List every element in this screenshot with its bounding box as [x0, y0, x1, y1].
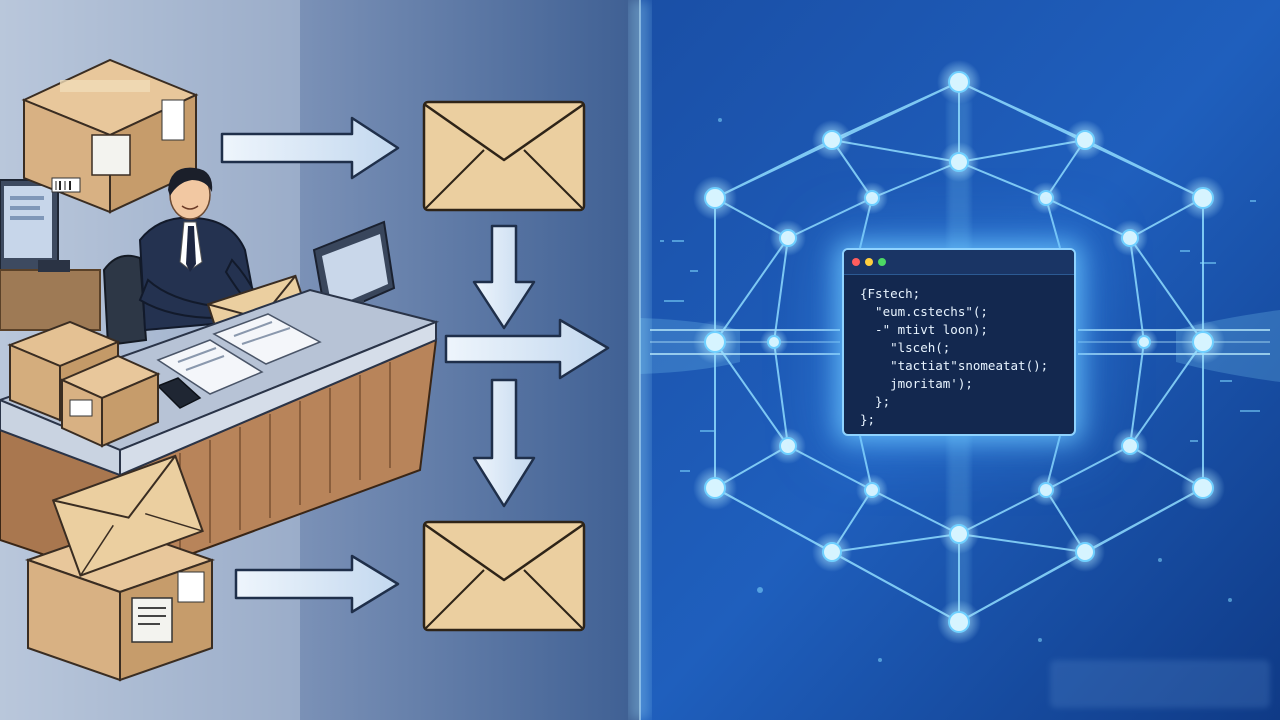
arrow-down-upper: [472, 224, 536, 330]
watermark-blur: [1050, 660, 1270, 708]
arrow-right-top: [220, 116, 400, 180]
code-line: {Fstech;: [860, 286, 921, 301]
code-line: -" mtivt loon);: [860, 322, 988, 337]
arrow-down-lower: [472, 378, 536, 508]
code-line: "eum.cstechs"(;: [860, 304, 988, 319]
code-editor-titlebar: [844, 250, 1074, 275]
code-line: };: [860, 412, 876, 427]
code-line: "lsceh(;: [860, 340, 951, 355]
desk-boxes: [7, 320, 161, 448]
code-content: {Fstech; "eum.cstechs"(; -" mtivt loon);…: [844, 275, 1074, 429]
digital-particles: [660, 118, 1260, 662]
code-line: };: [860, 394, 891, 409]
arrow-right-middle: [444, 318, 610, 380]
arrow-right-bottom: [234, 554, 400, 614]
envelope-top: [422, 100, 586, 212]
close-dot-icon: [852, 258, 860, 266]
back-monitor: [0, 179, 101, 331]
envelope-on-pile: [51, 454, 204, 577]
code-line: "tactiat"snomeatat();: [860, 358, 1049, 373]
desk-papers: [156, 313, 322, 409]
parcel-box-top: [21, 58, 199, 214]
code-line: jmoritam');: [860, 376, 973, 391]
maximize-dot-icon: [878, 258, 886, 266]
code-editor-window: {Fstech; "eum.cstechs"(; -" mtivt loon);…: [842, 248, 1076, 436]
network-nodes: [693, 60, 1225, 644]
envelope-bottom: [422, 520, 586, 632]
minimize-dot-icon: [865, 258, 873, 266]
